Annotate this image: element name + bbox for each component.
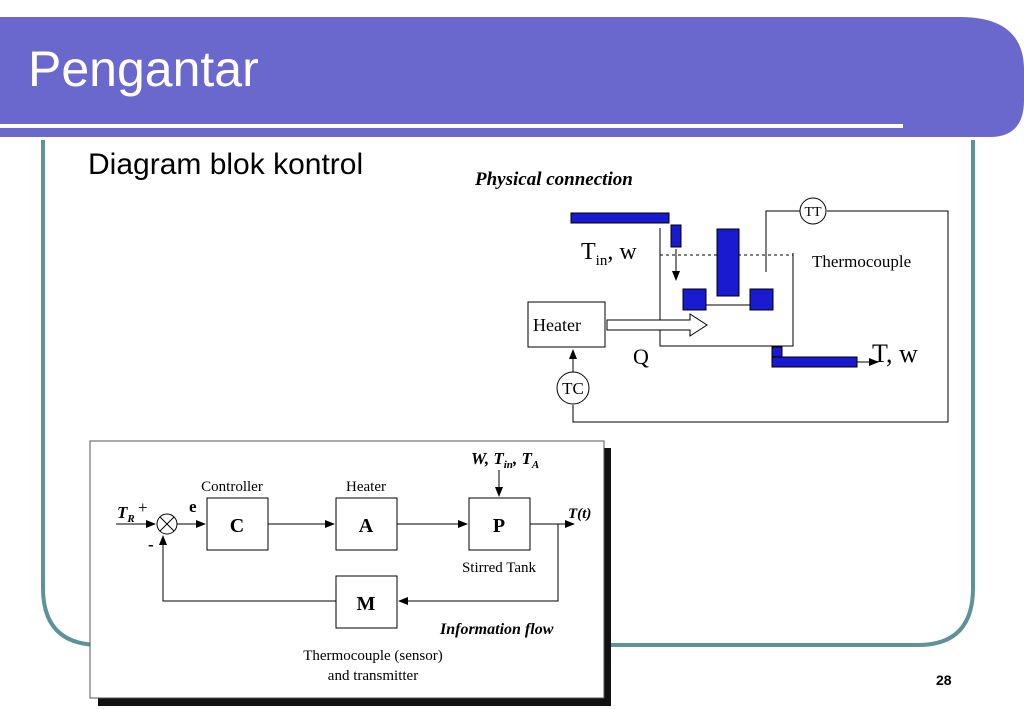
minus-sign: -	[148, 535, 154, 554]
error-label: e	[189, 497, 197, 516]
stirrer-shaft	[716, 228, 740, 297]
tank-wall	[659, 228, 794, 347]
stirrer-blade-left	[682, 288, 707, 311]
measurement-symbol: M	[357, 593, 376, 615]
heater-caption: Heater	[346, 479, 386, 495]
actuator-symbol: A	[359, 515, 374, 537]
setpoint-label: TR	[117, 503, 135, 525]
controller-symbol: C	[230, 515, 244, 537]
physical-title: Physical connection	[474, 169, 633, 190]
block-diagram-box	[89, 440, 605, 699]
tt-signal-line	[765, 210, 800, 250]
inlet-pipe	[570, 212, 670, 224]
output-label: T(t)	[568, 506, 591, 522]
tt-tc-loop-line	[572, 210, 949, 423]
process-caption: Stirred Tank	[462, 560, 537, 576]
actuator-block	[335, 497, 398, 551]
feedback-line-left	[159, 535, 336, 602]
thermocouple-label: Thermocouple	[812, 252, 911, 271]
plus-sign: +	[138, 498, 148, 517]
slide-subtitle: Diagram blok kontrol	[88, 148, 364, 181]
outlet-label: T, w	[872, 339, 918, 368]
feedback-line-right	[398, 524, 559, 605]
inlet-label: Tin, w	[581, 239, 637, 269]
page-number: 28	[936, 672, 952, 688]
info-flow-label: Information flow	[439, 621, 554, 638]
controller-caption: Controller	[201, 479, 263, 495]
heat-q-label: Q	[633, 344, 649, 369]
sensor-caption-line2: and transmitter	[328, 668, 418, 684]
slide-title: Pengantar	[28, 41, 259, 97]
tt-instrument-circle	[799, 197, 827, 225]
tt-instrument-label: TT	[804, 205, 822, 220]
inlet-pipe-down	[670, 224, 682, 248]
heater-label: Heater	[533, 315, 581, 335]
process-block	[468, 497, 531, 551]
stirrer-blade-right	[749, 288, 774, 311]
heat-flow-arrow	[606, 313, 708, 337]
tc-controller-label: TC	[562, 379, 584, 398]
summing-cross-2	[159, 516, 175, 532]
heater-box	[527, 301, 606, 348]
outlet-pipe	[771, 356, 858, 368]
tc-controller-circle	[556, 371, 590, 405]
block-diagram: C A P M W, Tin, TA TR + - e Controller	[89, 440, 611, 706]
measurement-block	[335, 575, 398, 629]
process-symbol: P	[493, 515, 505, 537]
controller-block	[206, 497, 269, 551]
physical-connection-diagram: Physical connection	[474, 169, 949, 423]
header-band	[0, 17, 1024, 137]
disturbances-label: W, Tin, TA	[471, 449, 539, 471]
sensor-caption-line1: Thermocouple (sensor)	[303, 648, 443, 664]
